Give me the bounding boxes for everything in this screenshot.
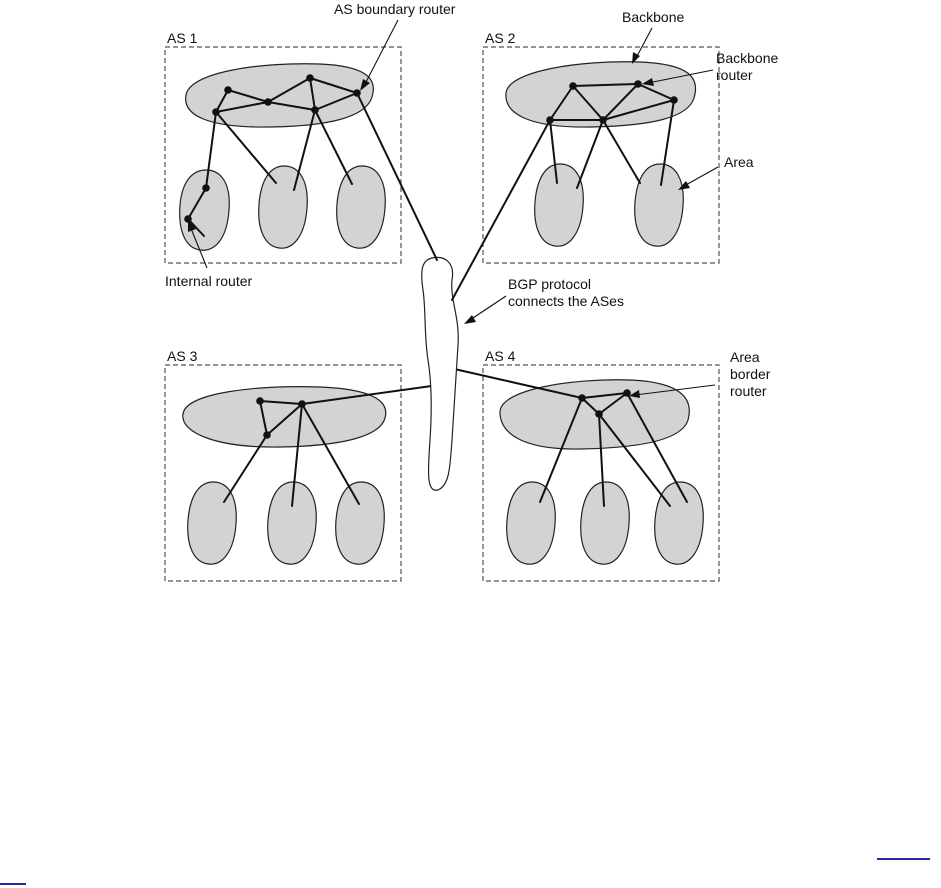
- as4-backbone: [500, 380, 689, 449]
- as2-group: [506, 62, 696, 246]
- as4-area-1: [507, 482, 556, 564]
- as-boundary-router-label: AS boundary router: [334, 1, 456, 17]
- as4-area-2: [581, 482, 630, 564]
- bgp-label-1: BGP protocol: [508, 276, 591, 292]
- as4-group: [450, 368, 703, 564]
- backbone-router-label-2: router: [716, 67, 753, 83]
- as3-group: [183, 384, 446, 564]
- backbone-router-label-1: Backbone: [716, 50, 778, 66]
- as1-area-1: [180, 170, 230, 250]
- bottom-left-link-underline[interactable]: [0, 883, 26, 885]
- area-border-router-label-2: border: [730, 366, 771, 382]
- as3-area-3: [336, 482, 385, 564]
- area-label: Area: [724, 154, 754, 170]
- as2-area-2: [635, 164, 684, 246]
- as4-label: AS 4: [485, 348, 516, 364]
- as3-area-2: [268, 482, 317, 564]
- as1-label: AS 1: [167, 30, 198, 46]
- as1-group: [180, 64, 386, 250]
- as1-area-3: [337, 166, 386, 248]
- bgp-label-2: connects the ASes: [508, 293, 624, 309]
- as3-label: AS 3: [167, 348, 198, 364]
- bgp-cloud: [422, 257, 459, 490]
- as2-label: AS 2: [485, 30, 516, 46]
- backbone-label: Backbone: [622, 9, 684, 25]
- area-border-router-label-3: router: [730, 383, 767, 399]
- area-border-router-label-1: Area: [730, 349, 760, 365]
- as1-area-2: [259, 166, 308, 248]
- bottom-right-link-underline[interactable]: [877, 858, 930, 860]
- as2-area-1: [535, 164, 584, 246]
- internal-router-label: Internal router: [165, 273, 252, 289]
